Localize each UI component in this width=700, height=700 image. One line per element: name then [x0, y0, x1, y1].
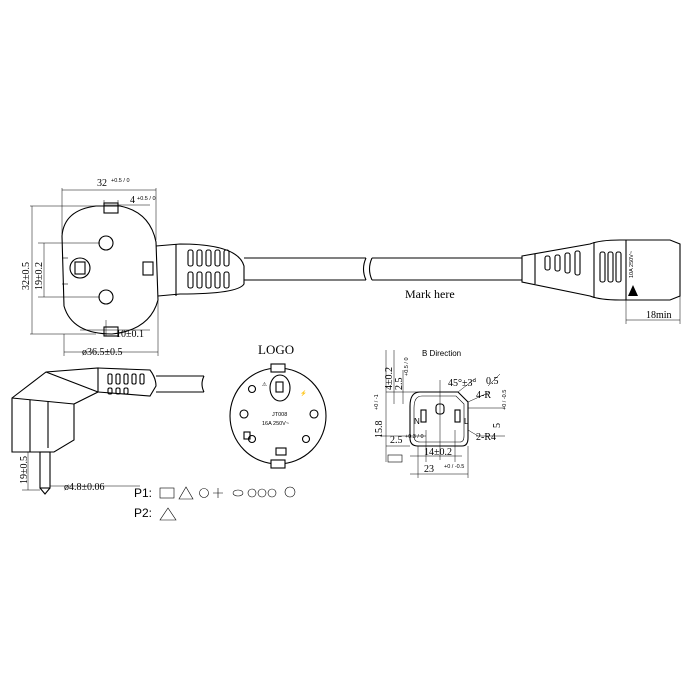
pin-l-label: L — [464, 417, 469, 426]
p2-label: P2: — [134, 506, 152, 520]
plug-side-view — [11, 367, 205, 495]
p1-approval-marks — [159, 486, 296, 500]
dim-pin-spacing: 19±0.2 — [34, 262, 45, 290]
dim-c13-4: 4±0.2 — [384, 367, 395, 390]
face-model: JT008 — [272, 412, 287, 418]
dim-cable-length: 18min — [646, 310, 672, 321]
plug-face-view: ⚡ ⚠ — [229, 363, 327, 469]
dim-pin-diameter: ø4.8±0.06 — [64, 482, 105, 493]
p2-approval-marks — [159, 507, 177, 521]
plug-top-view — [61, 202, 522, 337]
c13-face-view — [409, 380, 469, 460]
dim-c13-4r-val: 0.5 — [486, 376, 499, 387]
pin-n-label: N — [414, 417, 420, 426]
dim-c13-25-left: 2.5 — [390, 435, 403, 446]
dim-offset: 10±0.1 — [116, 329, 144, 340]
logo-label: LOGO — [258, 342, 294, 357]
c13-dimensions — [380, 350, 505, 478]
dim-c13-5-tol: +0 / -0.5 — [502, 390, 508, 410]
dim-plug-height: 32±0.5 — [21, 262, 32, 290]
dim-notch-tol: +0.5 / 0 — [137, 196, 156, 202]
dim-c13-23-tol: +0 / -0.5 — [444, 464, 464, 470]
dim-c13-25-left-tol: +0.3 / 0 — [405, 434, 424, 440]
dim-c13-45: 45°±3° — [448, 378, 477, 389]
dim-notch: 4 — [130, 195, 135, 206]
top-view-dimensions — [30, 188, 681, 356]
connector-rating-text: 10A 250V~ — [629, 251, 635, 278]
dim-c13-25-top: 2.5 — [394, 378, 405, 391]
dim-c13-5: 5 — [492, 423, 503, 428]
mark-here-label: Mark here — [405, 287, 455, 301]
face-rating: 16A 250V~ — [262, 421, 289, 427]
dim-c13-4r: 4-R — [476, 390, 491, 401]
connector-top-view: 10A 250V~ — [521, 239, 681, 301]
dim-c13-14: 14±0.2 — [424, 447, 452, 458]
dim-c13-2r4: 2-R4 — [476, 432, 496, 443]
dim-diameter: ø36.5±0.5 — [82, 347, 123, 358]
dim-c13-25-top-tol: +0.5 / 0 — [404, 357, 410, 376]
dim-c13-158: 15.8 — [374, 421, 385, 439]
dim-c13-158-tol: +0 / -1 — [374, 394, 380, 410]
b-direction-title: B Direction — [422, 349, 461, 358]
dim-plug-width: 32 — [97, 178, 107, 189]
dim-pin-length: 19±0.5 — [19, 456, 30, 484]
svg-text:⚠: ⚠ — [262, 381, 268, 388]
svg-text:⚡: ⚡ — [300, 390, 307, 397]
dim-plug-width-tol: +0.5 / 0 — [111, 178, 130, 184]
dim-c13-23: 23 — [424, 464, 434, 475]
p1-label: P1: — [134, 486, 152, 500]
